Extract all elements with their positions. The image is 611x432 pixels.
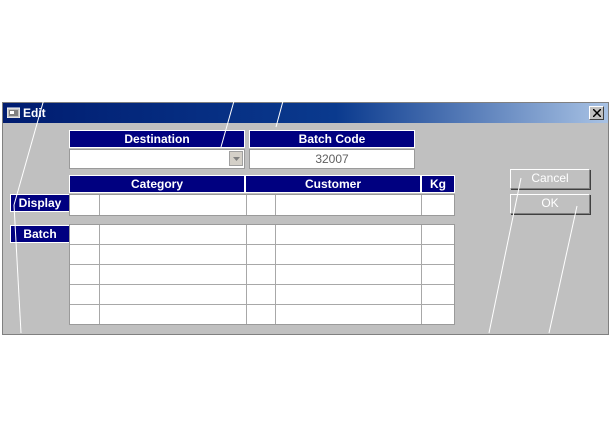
display-button[interactable]: Display [10, 194, 70, 212]
batch-button[interactable]: Batch [10, 225, 70, 243]
title-bar[interactable]: Edit [3, 103, 608, 123]
close-button[interactable] [589, 106, 604, 120]
window-title: Edit [23, 106, 46, 120]
kg-header: Kg [421, 175, 455, 193]
destination-header: Destination [69, 130, 245, 148]
customer-header: Customer [245, 175, 421, 193]
edit-dialog: Edit Destination Batch Code 32007 Catego… [2, 102, 609, 335]
app-icon [7, 107, 20, 118]
close-icon [593, 109, 601, 117]
cancel-button[interactable]: Cancel [510, 169, 590, 189]
batch-code-field[interactable]: 32007 [249, 149, 415, 169]
batch-code-header: Batch Code [249, 130, 415, 148]
destination-dropdown[interactable] [69, 149, 245, 169]
dropdown-button[interactable] [229, 151, 243, 166]
batch-grid[interactable] [69, 224, 455, 325]
ok-button[interactable]: OK [510, 194, 590, 214]
category-header: Category [69, 175, 245, 193]
chevron-down-icon [233, 157, 240, 161]
display-row[interactable] [69, 194, 455, 216]
